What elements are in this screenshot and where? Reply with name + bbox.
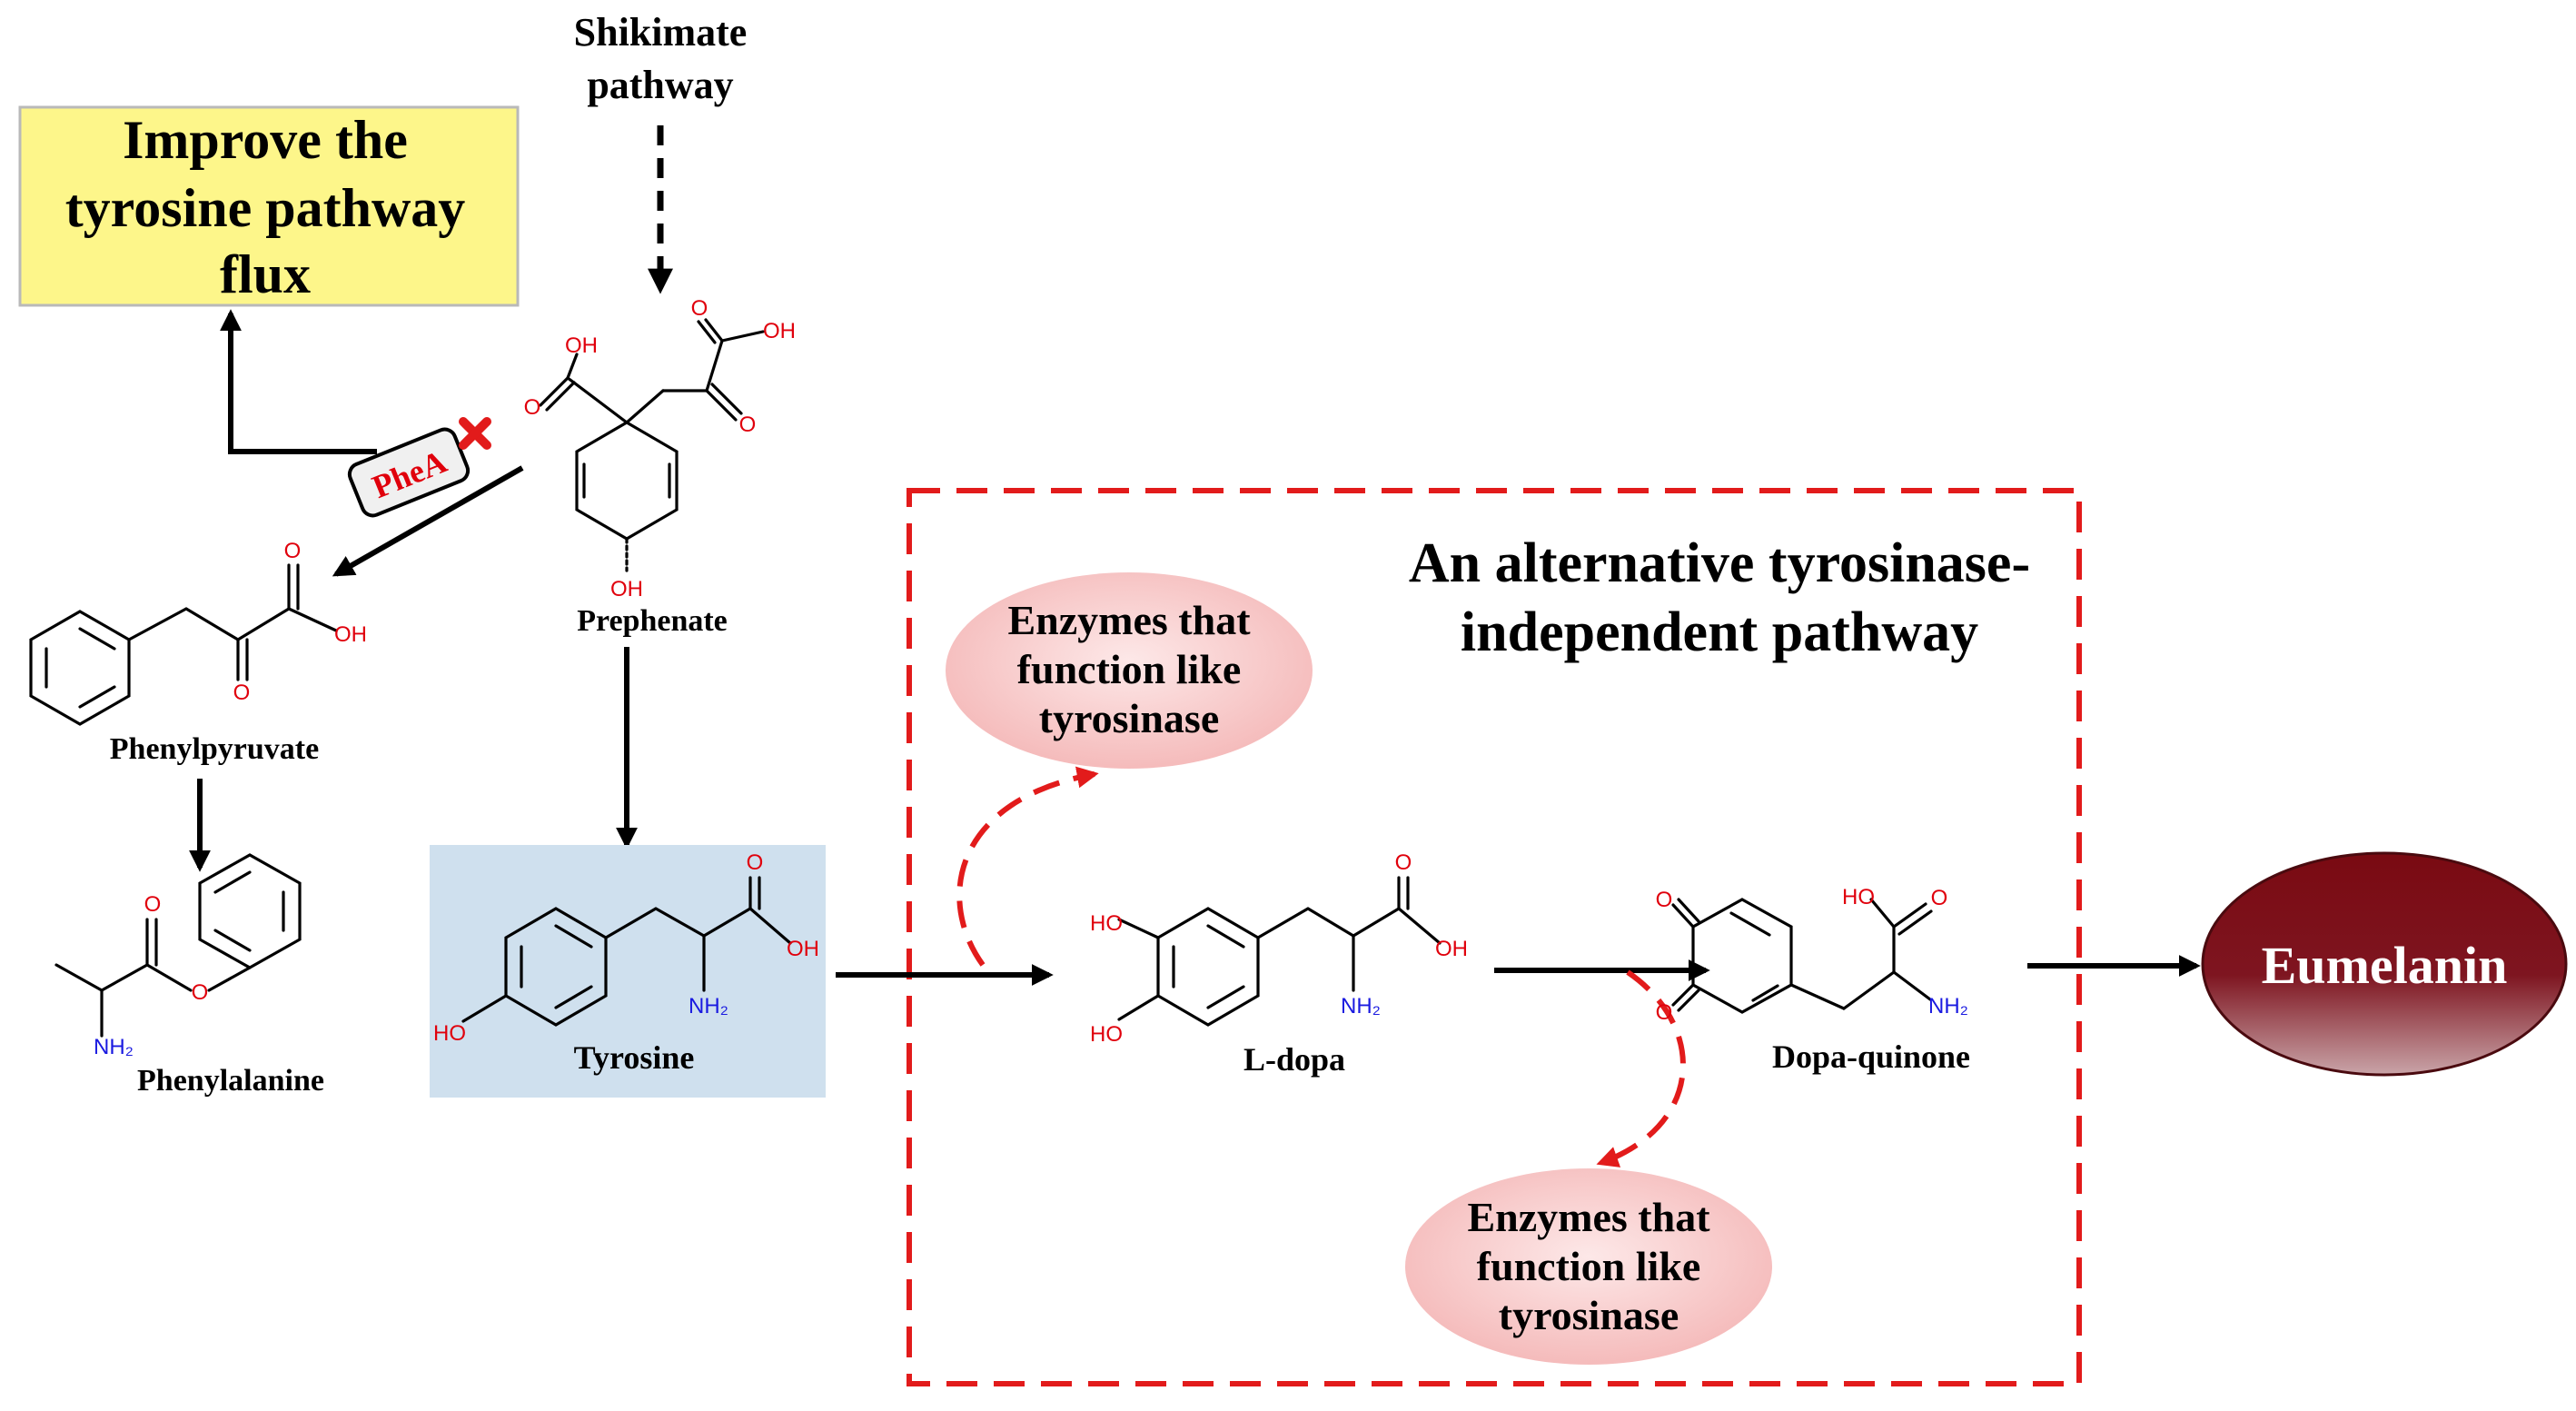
svg-text:OH: OH [763,319,796,343]
svg-text:O: O [1656,1000,1673,1025]
svg-text:OH: OH [787,937,819,961]
improve-text-line3: flux [220,244,311,304]
prephenate-structure: OH O O O OH OH [524,296,796,601]
alternative-pathway-title-line2: independent pathway [1461,601,1978,663]
enzyme-bottom-line3: tyrosinase [1499,1292,1679,1338]
ldopa-label: L-dopa [1243,1041,1345,1078]
enzyme-bottom-ellipse [1405,1168,1772,1365]
svg-text:HO: HO [433,1021,466,1046]
svg-text:O: O [524,395,541,420]
phenylalanine-label: Phenylalanine [137,1064,324,1098]
enzyme-top-line2: function like [1017,646,1242,692]
enzyme-top-curved-arrow [956,766,1099,967]
phea-flux-arrow [220,309,377,454]
phenylalanine-structure: O O NH₂ [54,853,302,1059]
eumelanin-ellipse [2201,851,2568,1077]
enzyme-bottom-curved-arrow [1596,969,1686,1168]
svg-text:O: O [1656,888,1673,912]
enzyme-bottom-line1: Enzymes that [1467,1194,1710,1240]
svg-text:O: O [747,850,764,875]
svg-text:O: O [192,980,209,1005]
svg-text:OH: OH [334,622,367,647]
enzyme-top-line3: tyrosinase [1039,695,1220,741]
alternative-pathway-box [907,488,2082,1386]
svg-text:O: O [284,539,302,563]
svg-text:HO: HO [1090,911,1123,936]
enzyme-bottom-line2: function like [1477,1243,1701,1289]
svg-text:NH₂: NH₂ [689,994,728,1019]
svg-text:OH: OH [610,577,643,601]
tyrosine-structure: HO O OH NH₂ [433,850,819,1046]
tyrosine-label: Tyrosine [574,1039,695,1076]
svg-text:OH: OH [1435,937,1468,961]
svg-text:NH₂: NH₂ [1341,994,1381,1019]
shikimate-label-line2: pathway [587,63,733,107]
improve-text-line1: Improve the [123,110,408,170]
svg-text:NH₂: NH₂ [1928,994,1968,1019]
svg-text:O: O [1931,886,1948,910]
dopaquinone-structure: O O HO O NH₂ [1656,885,1968,1025]
improve-text-line2: tyrosine pathway [65,178,466,238]
enzyme-top-line1: Enzymes that [1007,597,1251,643]
svg-text:O: O [144,892,162,917]
alternative-pathway-title-line1: An alternative tyrosinase- [1409,532,2030,594]
svg-text:HO: HO [1842,885,1875,909]
shikimate-label-line1: Shikimate [574,10,748,55]
svg-text:O: O [691,296,708,321]
enzyme-top-ellipse [946,572,1313,769]
ldopa-structure: HO HO O OH NH₂ [1090,850,1468,1047]
svg-text:O: O [233,681,251,705]
svg-text:NH₂: NH₂ [94,1035,134,1059]
prephenate-to-phenylpyruvate-arrow [332,465,524,577]
knockout-x-icon [459,417,491,450]
svg-text:O: O [739,412,757,437]
svg-text:O: O [1395,850,1412,875]
improve-box [18,105,520,307]
eumelanin-label: Eumelanin [2262,936,2508,995]
svg-text:OH: OH [565,333,598,358]
phenylpyruvate-label: Phenylpyruvate [110,732,319,766]
svg-text:HO: HO [1090,1022,1123,1047]
prephenate-label: Prephenate [577,604,728,638]
dopaquinone-label: Dopa-quinone [1772,1038,1970,1075]
phenylpyruvate-structure: O O OH [29,539,367,726]
